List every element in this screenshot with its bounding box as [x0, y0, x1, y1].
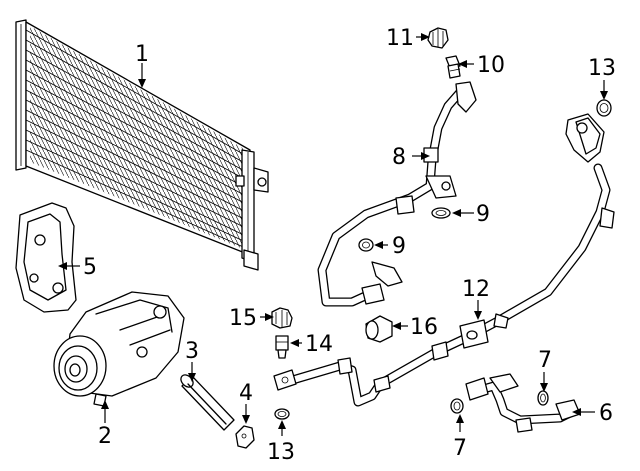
callout-7-left: 7 — [453, 436, 467, 461]
o-ring-9-upper — [431, 207, 451, 219]
callout-9-lower: 9 — [392, 234, 406, 259]
block-fitting — [459, 319, 489, 349]
callout-2: 2 — [98, 424, 112, 449]
drier-cap — [235, 425, 255, 449]
callout-12: 12 — [462, 277, 490, 302]
callout-8: 8 — [392, 145, 406, 170]
leaders — [58, 33, 608, 436]
o-ring-lower — [274, 408, 290, 420]
callout-7-right: 7 — [538, 348, 552, 373]
ac-compressor — [53, 291, 185, 407]
suction-tube — [465, 373, 581, 433]
callout-10: 10 — [477, 53, 505, 78]
callout-14: 14 — [305, 332, 333, 357]
expansion-fitting — [365, 315, 393, 343]
o-ring-7-right — [537, 390, 549, 406]
callout-1: 1 — [135, 42, 149, 67]
pressure-sensor — [445, 55, 461, 79]
callout-13-lower: 13 — [267, 440, 295, 465]
callout-16: 16 — [410, 315, 438, 340]
callout-9-upper: 9 — [476, 202, 490, 227]
receiver-drier — [180, 374, 235, 431]
liquid-line — [317, 81, 477, 307]
callout-15: 15 — [229, 306, 257, 331]
callout-5: 5 — [83, 255, 97, 280]
o-ring-7-left — [450, 398, 464, 414]
o-ring-9-lower — [358, 238, 374, 252]
valve-cap — [271, 307, 293, 329]
callout-3: 3 — [185, 339, 199, 364]
callout-6: 6 — [599, 401, 613, 426]
compressor-bracket — [15, 202, 77, 313]
callout-4: 4 — [239, 381, 253, 406]
pressure-switch — [275, 335, 289, 359]
condenser — [15, 19, 269, 271]
discharge-line — [273, 113, 615, 407]
sensor-cap — [427, 27, 449, 49]
o-ring-upper — [596, 99, 612, 117]
callout-13-upper: 13 — [588, 56, 616, 81]
callout-11: 11 — [386, 26, 414, 51]
callout-labels: 1 2 3 4 5 6 7 7 8 9 9 10 11 12 13 13 14 … — [83, 26, 616, 465]
